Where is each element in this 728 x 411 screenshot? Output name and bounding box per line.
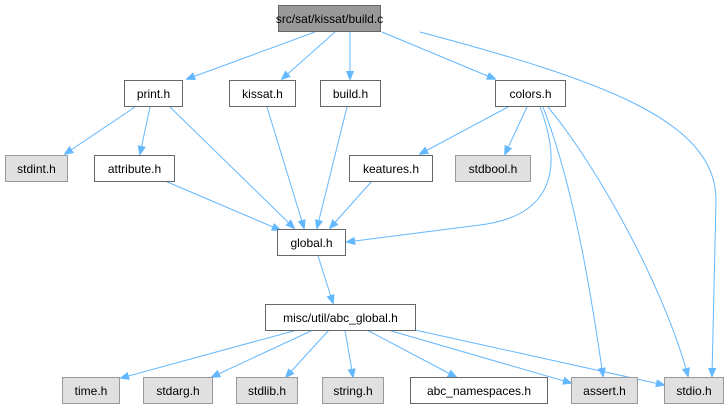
edge-abc-global-h-to-string-h	[344, 329, 353, 377]
node-stdarg-h: stdarg.h	[143, 377, 213, 404]
edge-abc-global-h-to-abc-namespaces-h	[366, 329, 456, 377]
edge-print-h-to-attribute-h	[140, 106, 151, 154]
node-abc-namespaces-h[interactable]: abc_namespaces.h	[410, 377, 548, 404]
edge-abc-global-h-to-stdarg-h	[212, 329, 314, 377]
edge-build-c-to-colors-h	[381, 31, 495, 79]
node-string-h: string.h	[322, 377, 384, 404]
node-stdbool-h: stdbool.h	[455, 155, 531, 182]
edge-abc-global-h-to-stdio-h	[414, 329, 664, 385]
node-time-h: time.h	[62, 377, 120, 404]
node-stdlib-h: stdlib.h	[236, 377, 298, 404]
edge-build-c-to-kissat-h	[282, 31, 336, 79]
edge-colors-h-to-keatures-h	[420, 106, 509, 154]
node-stdio-h: stdio.h	[664, 377, 724, 404]
node-attribute-h[interactable]: attribute.h	[94, 155, 175, 182]
node-build-c[interactable]: src/sat/kissat/build.c	[276, 5, 383, 32]
edge-build-h-to-global-h	[317, 106, 348, 228]
edge-build-c-to-stdio-h	[419, 31, 717, 376]
edge-print-h-to-global-h	[169, 106, 294, 228]
node-global-h[interactable]: global.h	[277, 229, 346, 256]
edge-abc-global-h-to-assert-h	[387, 329, 571, 383]
edge-colors-h-to-stdbool-h	[505, 106, 528, 154]
edge-colors-h-to-global-h	[347, 106, 552, 242]
edge-abc-global-h-to-time-h	[121, 329, 298, 378]
node-colors-h[interactable]: colors.h	[495, 80, 566, 107]
edge-colors-h-to-stdio-h	[547, 106, 688, 376]
edge-build-c-to-print-h	[187, 31, 316, 79]
node-print-h[interactable]: print.h	[124, 80, 183, 107]
edge-attribute-h-to-global-h	[164, 180, 280, 230]
node-assert-h: assert.h	[571, 377, 638, 404]
node-abc-global-h[interactable]: misc/util/abc_global.h	[265, 304, 416, 331]
edge-print-h-to-stdint-h	[65, 106, 136, 154]
node-keatures-h[interactable]: keatures.h	[349, 155, 433, 182]
node-kissat-h[interactable]: kissat.h	[229, 80, 296, 107]
edge-abc-global-h-to-stdlib-h	[286, 329, 330, 377]
edge-global-h-to-abc-global-h	[317, 255, 333, 303]
node-build-h[interactable]: build.h	[320, 80, 381, 107]
node-stdint-h: stdint.h	[5, 155, 68, 182]
edge-colors-h-to-assert-h	[542, 106, 603, 376]
edge-keatures-h-to-global-h	[330, 180, 373, 228]
edge-kissat-h-to-global-h	[266, 106, 304, 228]
